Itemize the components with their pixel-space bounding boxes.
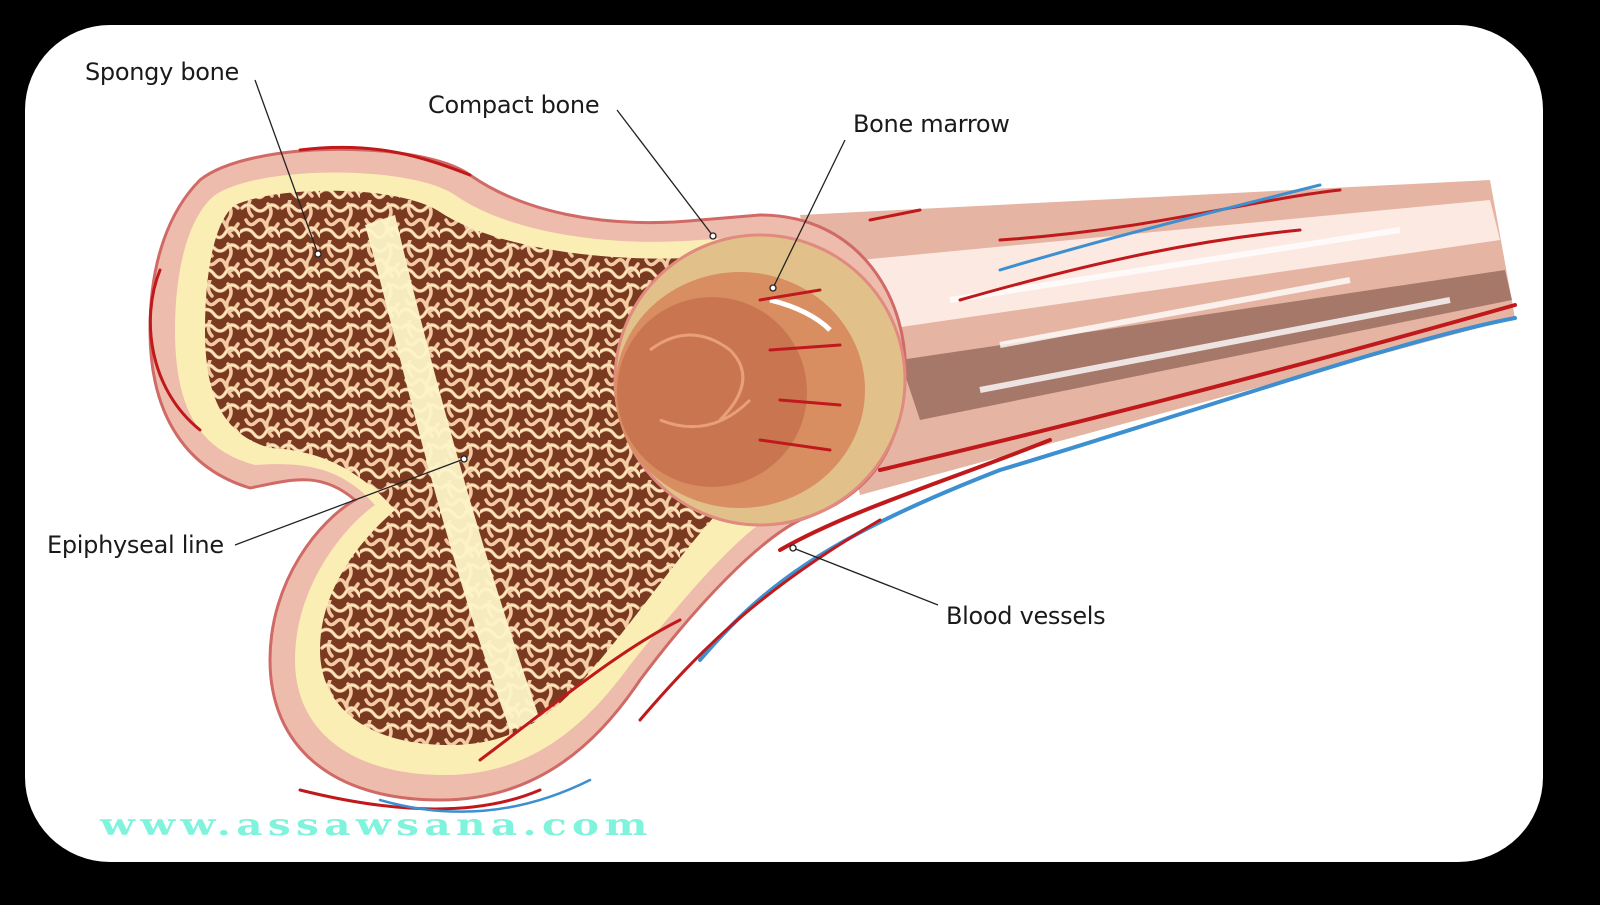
label-compact-bone: Compact bone bbox=[428, 91, 600, 119]
leader-lines bbox=[234, 79, 939, 606]
bone-marrow bbox=[613, 233, 907, 527]
label-spongy-bone: Spongy bone bbox=[85, 58, 240, 86]
label-blood-vessels: Blood vessels bbox=[946, 602, 1106, 630]
label-epiphyseal-line: Epiphyseal line bbox=[47, 531, 224, 559]
blood-vessels-group bbox=[148, 145, 1517, 813]
label-bone-marrow: Bone marrow bbox=[853, 110, 1010, 138]
watermark: www.assawsana.com bbox=[100, 808, 653, 843]
bone-shaft bbox=[800, 180, 1515, 495]
epiphyseal-line-band bbox=[365, 215, 540, 730]
